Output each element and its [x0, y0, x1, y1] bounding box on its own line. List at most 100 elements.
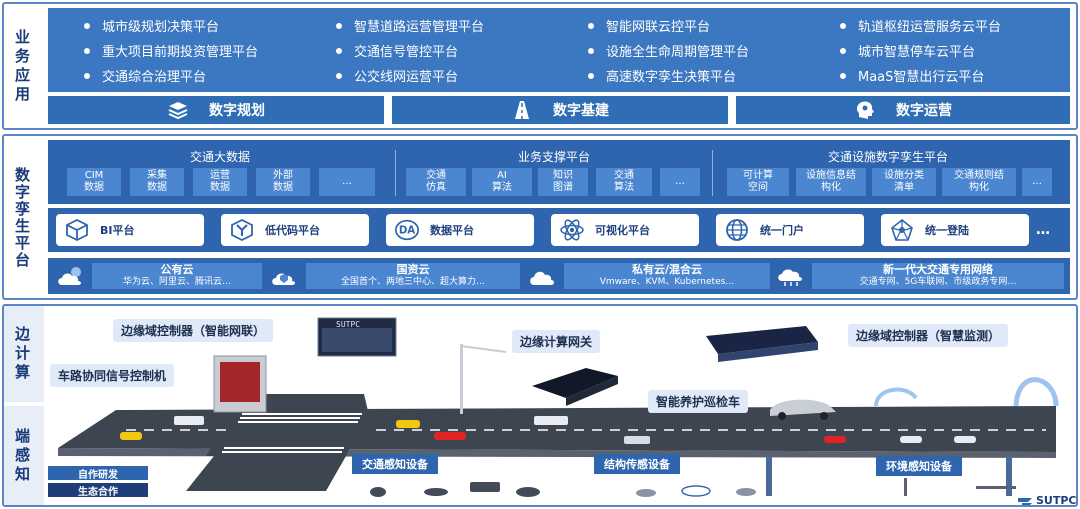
- business-app-item[interactable]: 设施全生命周期管理平台: [588, 38, 749, 63]
- visualization-platform-button[interactable]: 可视化平台: [551, 214, 699, 246]
- data-cell[interactable]: CIM 数据: [67, 168, 121, 196]
- public-cloud-title: 公有云: [160, 263, 194, 276]
- business-app-item[interactable]: 高速数字孪生决策平台: [588, 63, 749, 88]
- edge-left-panel: [4, 306, 44, 402]
- twin-section-text: 数字孪生平台: [13, 167, 31, 269]
- business-section-label: 业务应用: [4, 8, 40, 126]
- bi-platform-button[interactable]: BI平台: [56, 214, 204, 246]
- facility-cell[interactable]: 设施信息结 构化: [796, 168, 866, 196]
- facility-cell[interactable]: 可计算 空间: [727, 168, 789, 196]
- traffic-bigdata-title: 交通大数据: [190, 150, 251, 164]
- cloud-shield-icon: [268, 263, 302, 289]
- unified-login-button[interactable]: 统一登陆: [881, 214, 1029, 246]
- transport-network-sub: 交通专网、5G车联网、市级政务专网…: [859, 277, 1017, 287]
- da-icon: DA: [394, 217, 420, 243]
- lowcode-platform-button[interactable]: 低代码平台: [221, 214, 369, 246]
- business-app-item[interactable]: 轨道枢纽运营服务云平台: [840, 13, 1001, 38]
- data-cell[interactable]: 外部 数据: [256, 168, 310, 196]
- self-developed-tag: 自作研发: [48, 466, 148, 481]
- data-cell[interactable]: 运营 数据: [193, 168, 247, 196]
- data-platform-button[interactable]: DA 数据平台: [386, 214, 534, 246]
- business-app-item[interactable]: MaaS智慧出行云平台: [840, 63, 1001, 88]
- road-scene: [58, 317, 1059, 497]
- digital-planning-bar[interactable]: 数字规划: [48, 96, 384, 124]
- business-app-label: 智慧道路运营管理平台: [354, 20, 485, 35]
- business-app-label: 高速数字孪生决策平台: [606, 70, 737, 85]
- business-column-2: 智慧道路运营管理平台 交通信号管控平台 公交线网运营平台: [336, 13, 484, 88]
- traffic-sensing-label: 交通感知设备: [352, 454, 438, 474]
- facility-twin-title: 交通设施数字孪生平台: [828, 150, 949, 164]
- bullet-icon: [588, 72, 594, 79]
- state-cloud-box[interactable]: 国资云 全国首个、两地三中心、超大算力…: [306, 263, 520, 289]
- terminal-section-text: 端感知: [13, 427, 31, 485]
- state-cloud-title: 国资云: [396, 263, 430, 276]
- support-cell[interactable]: 交通 算法: [596, 168, 652, 196]
- business-app-label: 轨道枢纽运营服务云平台: [858, 20, 1002, 35]
- sutpc-logo-mark-icon: [1018, 497, 1032, 505]
- twin-divider: [712, 150, 713, 196]
- data-cell[interactable]: …: [319, 168, 375, 196]
- bullet-icon: [84, 47, 90, 54]
- business-app-item[interactable]: 公交线网运营平台: [336, 63, 484, 88]
- cloud-sun-icon: [54, 263, 88, 289]
- globe-icon: [724, 217, 750, 243]
- bullet-icon: [336, 72, 342, 79]
- data-cell[interactable]: 采集 数据: [130, 168, 184, 196]
- business-app-label: 城市智慧停车云平台: [858, 45, 976, 60]
- bullet-icon: [840, 22, 846, 29]
- visualization-platform-label: 可视化平台: [595, 224, 650, 237]
- sutpc-logo: SUTPC: [1018, 494, 1077, 507]
- public-cloud-box[interactable]: 公有云 华为云、阿里云、腾讯云…: [92, 263, 262, 289]
- bullet-icon: [84, 72, 90, 79]
- support-cell[interactable]: …: [660, 168, 700, 196]
- terminal-section-label: 端感知: [4, 410, 40, 502]
- business-app-item[interactable]: 智能网联云控平台: [588, 13, 749, 38]
- bullet-icon: [840, 47, 846, 54]
- transport-network-box[interactable]: 新一代大交通专用网络 交通专网、5G车联网、市级政务专网…: [812, 263, 1064, 289]
- signal-controller-callout: 车路协同信号控制机: [50, 364, 175, 387]
- terminal-left-panel: [4, 406, 44, 505]
- business-support-title: 业务支撑平台: [518, 150, 591, 164]
- facility-cell[interactable]: 交通规则结 构化: [942, 168, 1016, 196]
- business-app-label: 公交线网运营平台: [354, 70, 459, 85]
- business-app-item[interactable]: 交通综合治理平台: [84, 63, 258, 88]
- digital-infrastructure-label: 数字基建: [553, 103, 609, 119]
- private-cloud-box[interactable]: 私有云/混合云 Vmware、KVM、Kubernetes…: [564, 263, 770, 289]
- bullet-icon: [336, 22, 342, 29]
- business-app-item[interactable]: 智慧道路运营管理平台: [336, 13, 484, 38]
- business-app-label: 重大项目前期投资管理平台: [102, 45, 259, 60]
- unified-portal-button[interactable]: 统一门户: [716, 214, 864, 246]
- facility-cell[interactable]: 设施分类 清单: [872, 168, 936, 196]
- digital-operations-bar[interactable]: 数字运营: [736, 96, 1070, 124]
- business-apps-panel: 城市级规划决策平台 重大项目前期投资管理平台 交通综合治理平台 智慧道路运营管理…: [48, 8, 1070, 92]
- private-cloud-title: 私有云/混合云: [631, 263, 703, 276]
- twin-section-label: 数字孪生平台: [4, 140, 40, 296]
- business-app-label: 设施全生命周期管理平台: [606, 45, 750, 60]
- business-app-label: 智能网联云控平台: [606, 20, 711, 35]
- bullet-icon: [336, 47, 342, 54]
- edge-section-text: 边计算: [13, 325, 31, 383]
- atom-icon: [559, 217, 585, 243]
- digital-operations-label: 数字运营: [896, 103, 952, 119]
- device-brand-label: SUTPC: [336, 320, 361, 329]
- unified-portal-label: 统一门户: [760, 224, 804, 237]
- business-app-item[interactable]: 交通信号管控平台: [336, 38, 484, 63]
- business-app-item[interactable]: 重大项目前期投资管理平台: [84, 38, 258, 63]
- business-column-3: 智能网联云控平台 设施全生命周期管理平台 高速数字孪生决策平台: [588, 13, 749, 88]
- sutpc-logo-text: SUTPC: [1036, 494, 1077, 507]
- support-cell[interactable]: 知识 图谱: [538, 168, 588, 196]
- business-app-item[interactable]: 城市智慧停车云平台: [840, 38, 1001, 63]
- layers-icon: [167, 99, 189, 121]
- data-platform-label: 数据平台: [430, 224, 474, 237]
- support-cell[interactable]: AI 算法: [472, 168, 532, 196]
- digital-infrastructure-bar[interactable]: 数字基建: [392, 96, 728, 124]
- platforms-more[interactable]: …: [1036, 222, 1050, 238]
- edge-section-label: 边计算: [4, 310, 40, 398]
- support-cell[interactable]: 交通 仿真: [406, 168, 466, 196]
- bullet-icon: [84, 22, 90, 29]
- business-app-item[interactable]: 城市级规划决策平台: [84, 13, 258, 38]
- structural-sensing-label: 结构传感设备: [594, 454, 680, 474]
- facility-cell[interactable]: …: [1022, 168, 1052, 196]
- svg-text:DA: DA: [399, 226, 415, 237]
- environment-sensing-label: 环境感知设备: [876, 456, 962, 476]
